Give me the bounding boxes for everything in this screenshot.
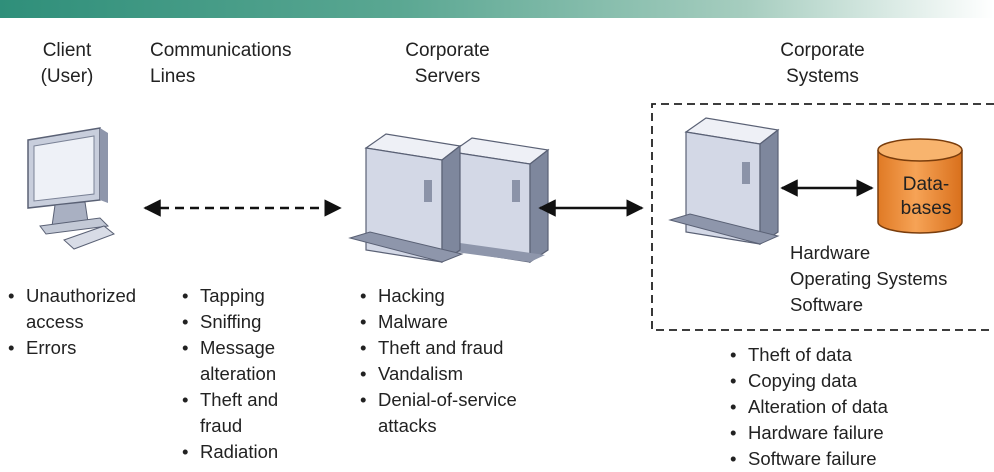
system-component-operating-systems: Operating Systems [790, 268, 948, 289]
corporate-servers-icon [348, 133, 550, 264]
list-item: Sniffing [180, 309, 320, 335]
database-label: Data- bases [900, 174, 952, 219]
list-item: Denial-of-service attacks [358, 387, 578, 439]
list-item: Software failure [728, 446, 958, 472]
list-item: Hacking [358, 283, 578, 309]
list-item: Copying data [728, 368, 958, 394]
list-item: Hardware failure [728, 420, 958, 446]
header-corporate-servers: Corporate Servers [405, 40, 490, 87]
client-computer-icon [27, 127, 115, 250]
list-item: Message alteration [180, 335, 320, 387]
list-item: Errors [6, 335, 174, 361]
system-components: Hardware Operating Systems Software [790, 240, 947, 318]
list-item: Tapping [180, 283, 320, 309]
corporate-system-server-icon [668, 117, 780, 246]
header-client: Client (User) [40, 40, 94, 87]
top-accent-bar [0, 0, 994, 18]
system-component-hardware: Hardware [790, 242, 871, 263]
client-threats-list: Unauthorized access Errors [6, 283, 174, 361]
servers-threats-list: Hacking Malware Theft and fraud Vandalis… [358, 283, 578, 439]
list-item: Radiation [180, 439, 320, 465]
list-item: Theft of data [728, 342, 958, 368]
systems-threats-list: Theft of data Copying data Alteration of… [728, 342, 958, 472]
list-item: Unauthorized access [6, 283, 174, 335]
list-item: Theft and fraud [180, 387, 320, 439]
header-communications-lines: Communications Lines [150, 40, 292, 87]
list-item: Alteration of data [728, 394, 958, 420]
communications-threats-list: Tapping Sniffing Message alteration Thef… [180, 283, 320, 465]
corporate-systems-box [651, 103, 994, 331]
list-item: Vandalism [358, 361, 578, 387]
system-component-software: Software [790, 294, 864, 315]
header-corporate-systems: Corporate Systems [780, 40, 865, 87]
list-item: Theft and fraud [358, 335, 578, 361]
list-item: Malware [358, 309, 578, 335]
database-cylinder-icon [877, 138, 963, 234]
